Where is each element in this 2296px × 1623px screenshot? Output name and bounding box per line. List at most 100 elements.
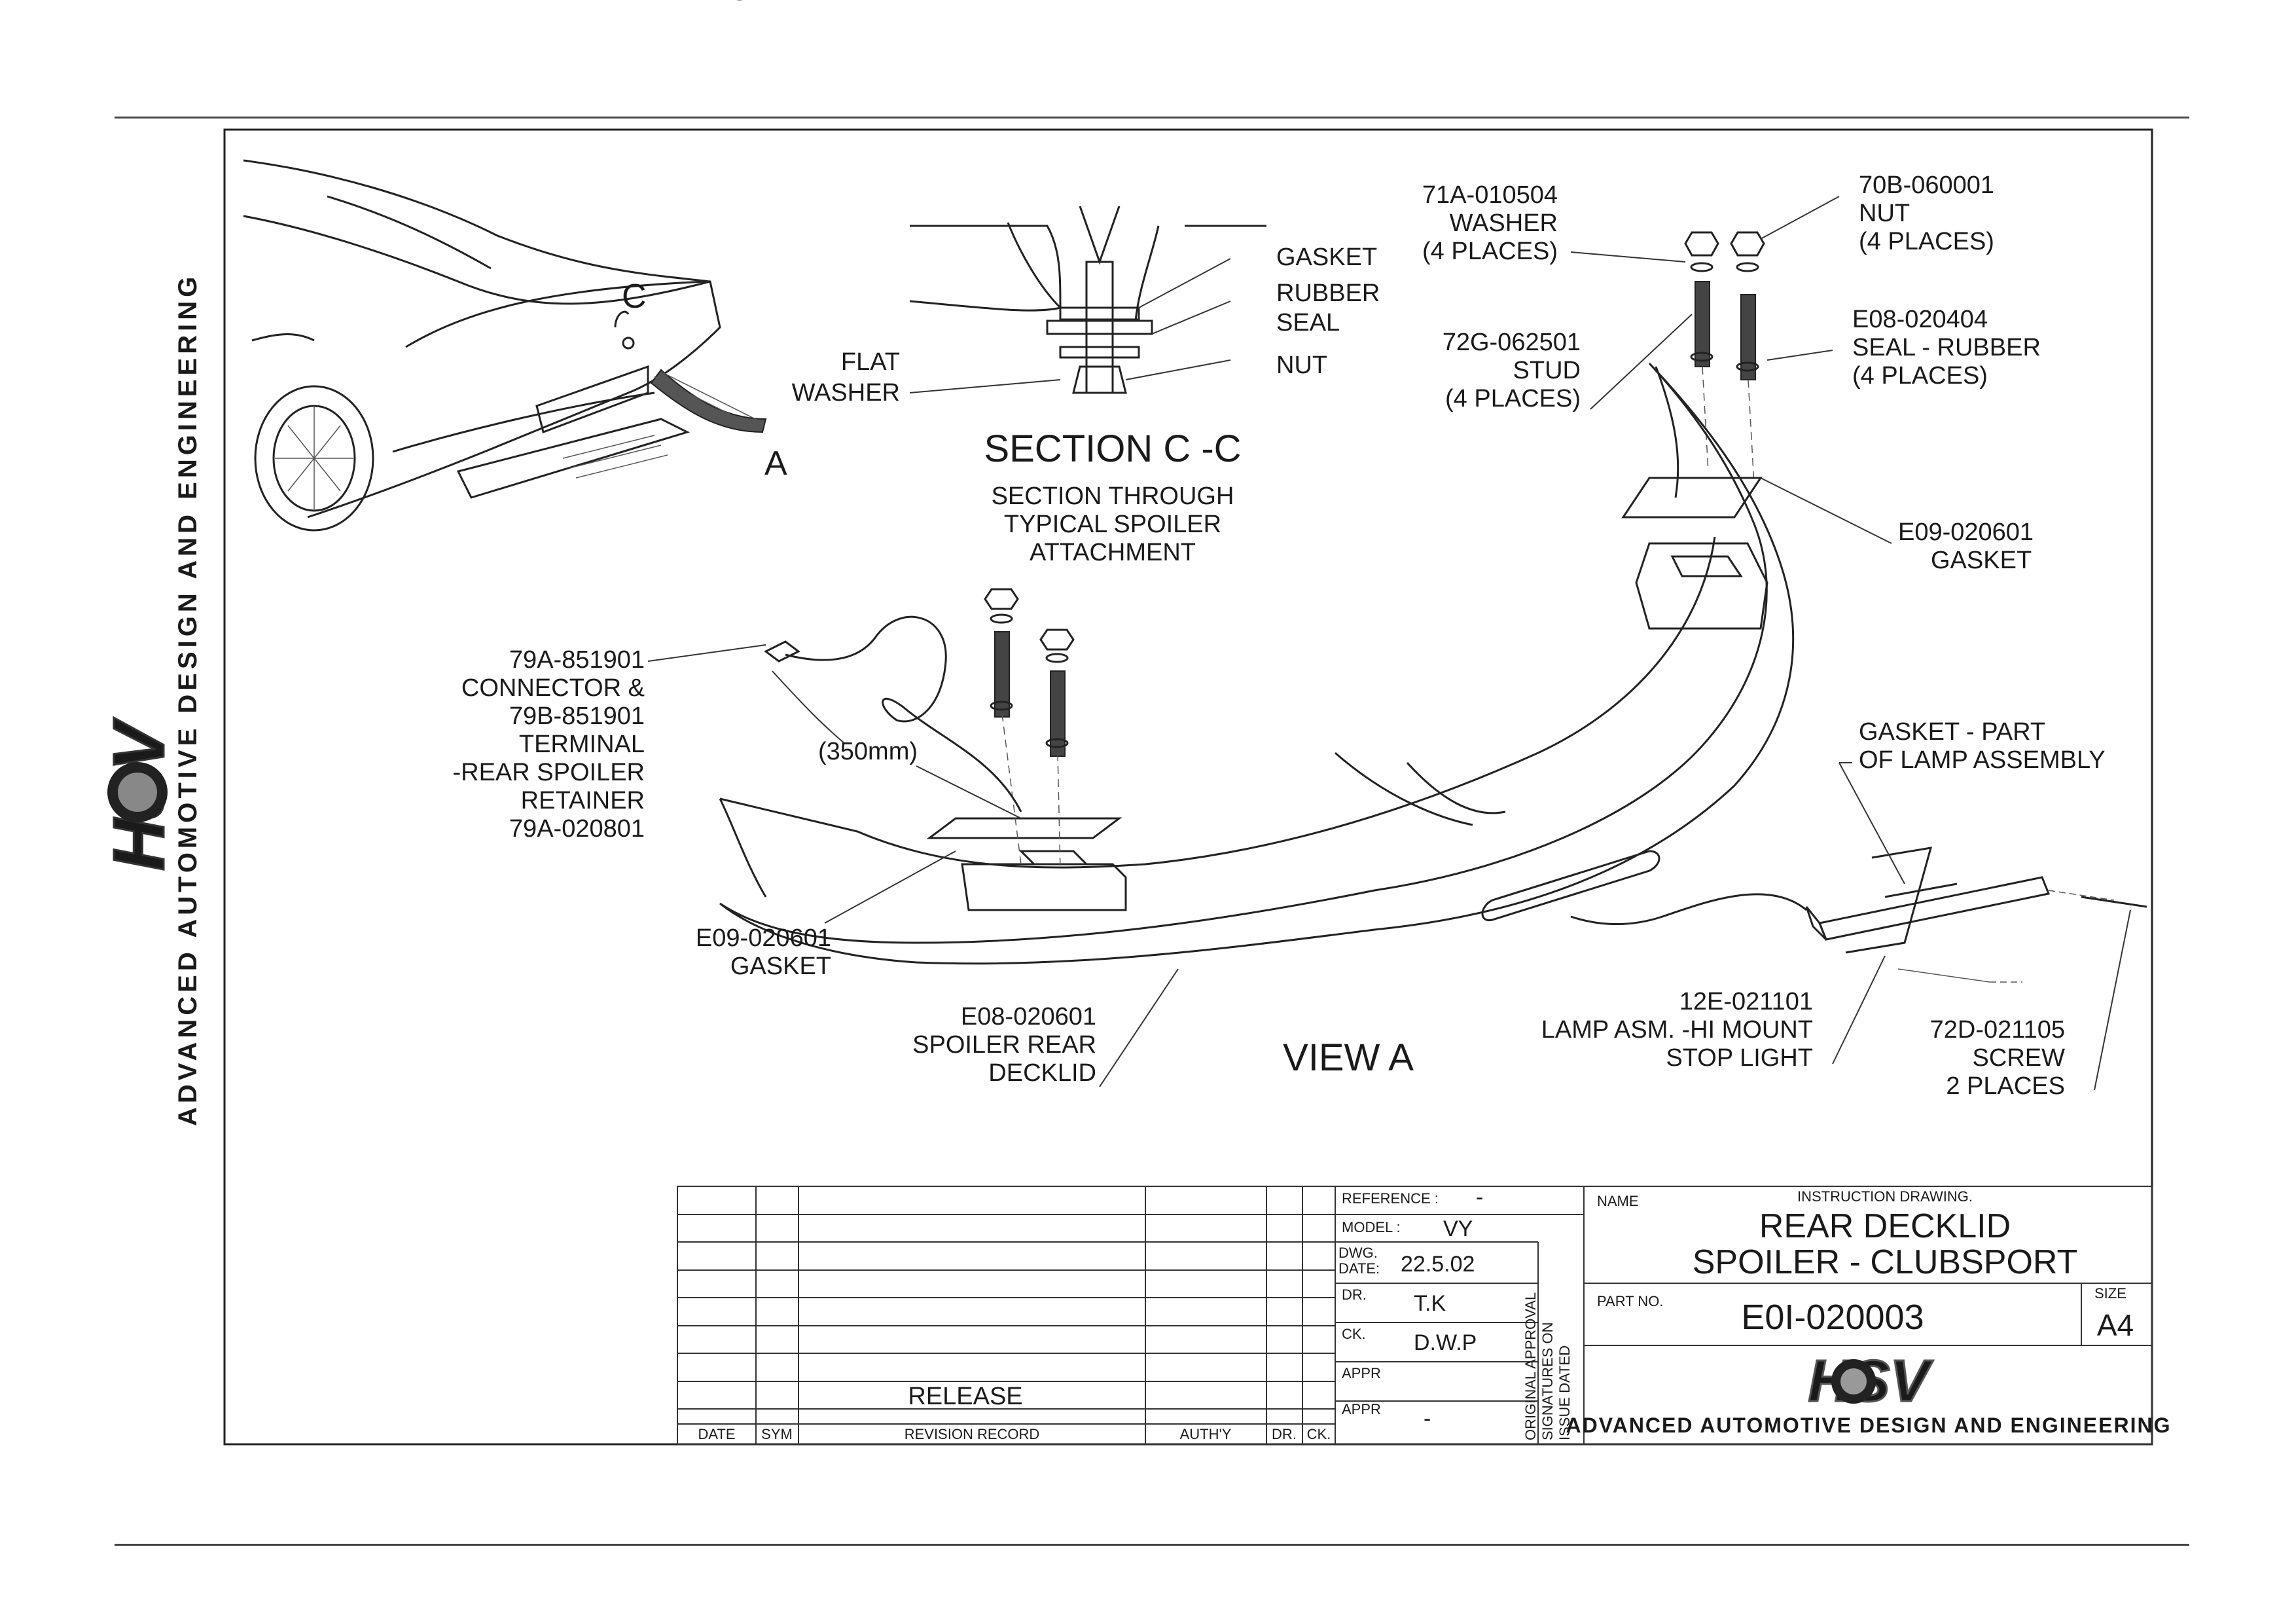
seal-name: SEAL - RUBBER [1852,334,2041,361]
connector-line-6: RETAINER [521,787,645,814]
stud-qty: (4 PLACES) [1445,385,1581,412]
dwg-label-1: DWG. [1338,1245,1378,1261]
reference-label: REFERENCE : [1342,1190,1439,1207]
size-label: SIZE [2094,1285,2126,1302]
col-authy: AUTH'Y [1180,1426,1232,1442]
label-gasket: GASKET [1276,244,1377,271]
appr-value-2: - [1424,1406,1431,1431]
nut-icon [1684,231,1719,257]
label-rubber-seal-2: SEAL [1276,309,1340,337]
connector-line-5: -REAR SPOILER [452,759,645,786]
logo-text: HSV [1808,1349,1933,1414]
side-branding: ADVANCED AUTOMOTIVE DESIGN AND ENGINEERI… [98,273,203,1126]
view-title: VIEW A [1283,1036,1414,1079]
lamp-line-2: LAMP ASM. -HI MOUNT [1541,1016,1813,1044]
lamp-line-3: STOP LIGHT [1666,1044,1813,1072]
section-marker-c-lower: C [622,278,647,316]
reference-value: - [1476,1185,1483,1210]
model-value: VY [1443,1216,1473,1241]
section-title: SECTION C -C [984,428,1241,470]
col-ck: CK. [1307,1426,1331,1442]
gasket-right-part: E09-020601 [1898,519,2034,546]
label-rubber-seal-1: RUBBER [1276,280,1380,307]
section-cc-detail: GASKET RUBBER SEAL NUT FLAT WASHER SECTI… [792,206,1380,566]
section-subtitle-3: ATTACHMENT [1030,539,1196,566]
connector-line-7: 79A-020801 [509,815,645,843]
spoiler-line-3: DECKLID [988,1059,1096,1087]
gasket-left-name: GASKET [730,953,831,980]
washer-part: 71A-010504 [1422,181,1558,209]
label-flat-washer-2: WASHER [792,379,900,407]
connector-line-1: 79A-851901 [509,646,645,674]
connector-line-4: TERMINAL [519,731,645,758]
seal-part: E08-020404 [1852,306,1988,333]
part-no-label: PART NO. [1597,1293,1663,1309]
section-subtitle-1: SECTION THROUGH [992,483,1234,510]
title-block-tagline: ADVANCED AUTOMOTIVE DESIGN AND ENGINEERI… [1566,1413,2172,1437]
lamp-assembly [1570,762,2147,1091]
col-dr: DR. [1272,1426,1297,1442]
approval-note-3: ISSUE DATED [1556,1345,1573,1440]
dr-label: DR. [1342,1286,1367,1303]
section-marker-c-upper: C [726,0,751,8]
page-top-rule [115,117,2189,119]
approval-note: ORIGINAL APPROVAL SIGNATURES ON ISSUE DA… [1522,1292,1573,1440]
dr-value: T.K [1414,1291,1446,1316]
gasket-section [1059,306,1140,321]
washer-qty: (4 PLACES) [1422,238,1558,265]
name-label: NAME [1597,1193,1639,1209]
seal-qty: (4 PLACES) [1852,362,1988,390]
spoiler-line-2: SPOILER REAR [912,1031,1096,1059]
stud-part: 72G-062501 [1443,329,1581,356]
nut-section-icon [1072,365,1127,394]
stud-section [1085,261,1114,394]
lamp-body [1818,876,2051,941]
view-marker-a: A [764,445,787,483]
gasket-right-name: GASKET [1931,547,2032,574]
drawing-name-1: REAR DECKLID [1759,1207,2011,1245]
dwg-date: 22.5.02 [1401,1252,1475,1277]
section-subtitle-2: TYPICAL SPOILER [1004,511,1221,538]
fastener-stack-right [1570,196,1892,544]
appr-label-1: APPR [1342,1365,1381,1381]
model-label: MODEL : [1342,1219,1401,1235]
lamp-part: 12E-021101 [1679,988,1813,1015]
side-tagline: ADVANCED AUTOMOTIVE DESIGN AND ENGINEERI… [173,273,202,1126]
instruction-label: INSTRUCTION DRAWING. [1797,1188,1973,1205]
approval-note-1: ORIGINAL APPROVAL [1522,1292,1539,1440]
side-logo: HSV [98,716,181,872]
page-bottom-rule [115,1544,2189,1546]
wheel-icon [254,385,374,532]
spoiler-part: E08-020601 [961,1003,1096,1030]
washer-name: WASHER [1450,210,1558,237]
drawing-name-2: SPOILER - CLUBSPORT [1693,1243,2078,1281]
stud-name: STUD [1513,357,1581,384]
label-nut: NUT [1276,352,1327,379]
title-block-logo: HSV [1807,1348,1935,1415]
lamp-gasket-line-1: GASKET - PART [1859,718,2045,746]
gasket-left-part: E09-020601 [696,924,831,952]
ck-value: D.W.P [1414,1330,1477,1355]
screw-name: SCREW [1973,1044,2066,1072]
title-block [677,1186,2153,1445]
screw-part: 72D-021105 [1930,1016,2065,1044]
spoiler-body [719,362,1795,965]
approval-note-2: SIGNATURES ON [1539,1322,1556,1440]
connector-line-2: CONNECTOR & [461,674,645,702]
connector-icon [764,640,800,663]
col-revision: REVISION RECORD [905,1426,1040,1442]
screw-qty: 2 PLACES [1946,1072,2065,1100]
col-date: DATE [698,1426,735,1442]
nut-name: NUT [1859,200,1910,227]
cable-length: (350mm) [818,738,918,765]
nut-qty: (4 PLACES) [1859,228,1994,255]
lamp-gasket-line-2: OF LAMP ASSEMBLY [1859,746,2106,774]
label-flat-washer-1: FLAT [841,348,900,376]
col-sym: SYM [761,1426,793,1442]
release-label: RELEASE [908,1383,1022,1410]
connector-assembly [647,615,1179,1087]
dwg-label-2: DATE: [1338,1260,1380,1277]
nut-part: 70B-060001 [1859,172,1994,199]
connector-line-3: 79B-851901 [509,702,645,730]
